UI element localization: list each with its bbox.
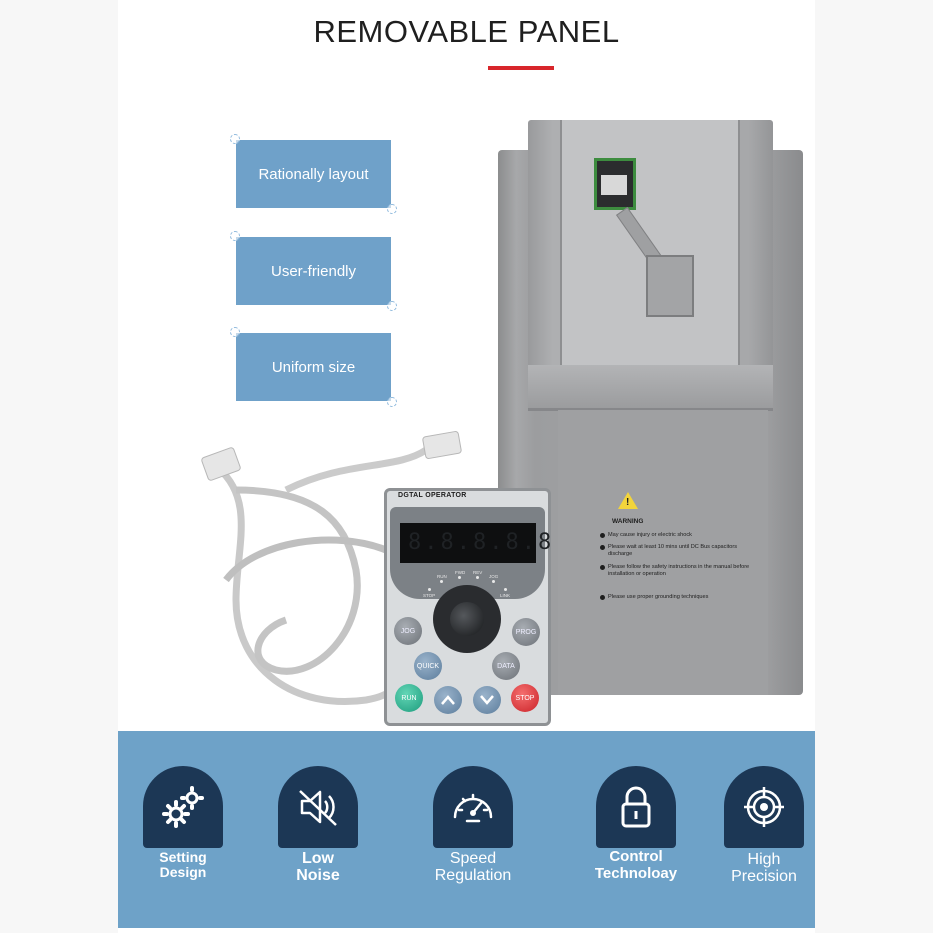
warning-triangle-icon xyxy=(618,492,638,509)
drive-front-cover xyxy=(558,410,768,695)
speed-dial-knob[interactable] xyxy=(450,602,484,636)
high-precision-label: High Precision xyxy=(731,851,797,885)
run-button[interactable]: RUN xyxy=(395,684,423,712)
warning-exclamation: ! xyxy=(626,497,630,508)
low-noise-label: Low Noise xyxy=(296,850,340,884)
warning-line: Please follow the safety instructions in… xyxy=(600,564,750,578)
feature-label: User-friendly xyxy=(270,262,357,280)
title-underline xyxy=(488,66,554,70)
feature-box-uniform-size: Uniform size xyxy=(230,327,397,407)
status-led xyxy=(440,580,443,583)
panel-slot xyxy=(646,255,694,317)
status-led xyxy=(476,576,479,579)
feature-box-user-friendly: User-friendly xyxy=(230,231,397,311)
warning-line: Please wait at least 10 mins until DC Bu… xyxy=(600,544,750,558)
stop-button[interactable]: STOP xyxy=(511,684,539,712)
right-margin xyxy=(815,0,933,933)
speed-regulation-label: Speed Regulation xyxy=(434,850,512,884)
warning-line: Please use proper grounding techniques xyxy=(600,594,750,601)
feature-label: Rationally layout xyxy=(258,165,369,183)
control-technology-badge xyxy=(596,766,676,848)
corner-dot xyxy=(230,327,240,337)
led-label: FWD xyxy=(455,570,466,575)
padlock-icon xyxy=(621,786,651,828)
chevron-down-icon xyxy=(480,695,494,705)
status-led xyxy=(428,588,431,591)
corner-dot xyxy=(387,397,397,407)
gear-icon xyxy=(162,786,204,828)
mute-speaker-icon xyxy=(299,790,337,826)
inverter-drive-image xyxy=(498,120,803,695)
keypad-brand-label: DGTAL OPERATOR xyxy=(398,492,467,499)
speedometer-icon xyxy=(453,793,493,823)
chevron-up-icon xyxy=(441,695,455,705)
corner-dot xyxy=(387,301,397,311)
setting-design-label: Setting Design xyxy=(159,849,207,880)
target-icon xyxy=(744,787,784,827)
prog-button[interactable]: PROG xyxy=(512,618,540,646)
page-title: REMOVABLE PANEL xyxy=(313,14,620,49)
warning-title: WARNING xyxy=(612,518,644,525)
led-label: JOG xyxy=(489,574,499,579)
keypad-display-digits: 8.8.8.8.8 xyxy=(408,530,555,555)
corner-dot xyxy=(230,134,240,144)
keypad-display xyxy=(400,523,536,563)
status-led xyxy=(492,580,495,583)
led-label: REV xyxy=(473,570,483,575)
feature-box-rationally-layout: Rationally layout xyxy=(230,134,397,214)
drive-divider xyxy=(528,408,773,411)
rj45-port-inner xyxy=(601,175,627,195)
led-label: STOP xyxy=(423,593,436,598)
left-margin xyxy=(0,0,118,933)
drive-lip xyxy=(528,365,773,410)
quick-button[interactable]: QUICK xyxy=(414,652,442,680)
setting-design-badge xyxy=(143,766,223,848)
warning-line: May cause injury or electric shock xyxy=(600,532,750,539)
up-button[interactable] xyxy=(434,686,462,714)
jog-button[interactable]: JOG xyxy=(394,617,422,645)
status-led xyxy=(458,576,461,579)
control-technology-label: Control Technoloay xyxy=(594,848,678,882)
corner-dot xyxy=(230,231,240,241)
feature-label: Uniform size xyxy=(271,358,356,376)
status-led xyxy=(504,588,507,591)
low-noise-badge xyxy=(278,766,358,848)
led-label: RUN xyxy=(437,574,447,579)
speed-regulation-badge xyxy=(433,766,513,848)
data-button[interactable]: DATA xyxy=(492,652,520,680)
corner-dot xyxy=(387,204,397,214)
high-precision-badge xyxy=(724,766,804,848)
down-button[interactable] xyxy=(473,686,501,714)
warning-label: ! WARNING May cause injury or electric s… xyxy=(596,490,756,625)
led-label: LINK xyxy=(500,593,511,598)
